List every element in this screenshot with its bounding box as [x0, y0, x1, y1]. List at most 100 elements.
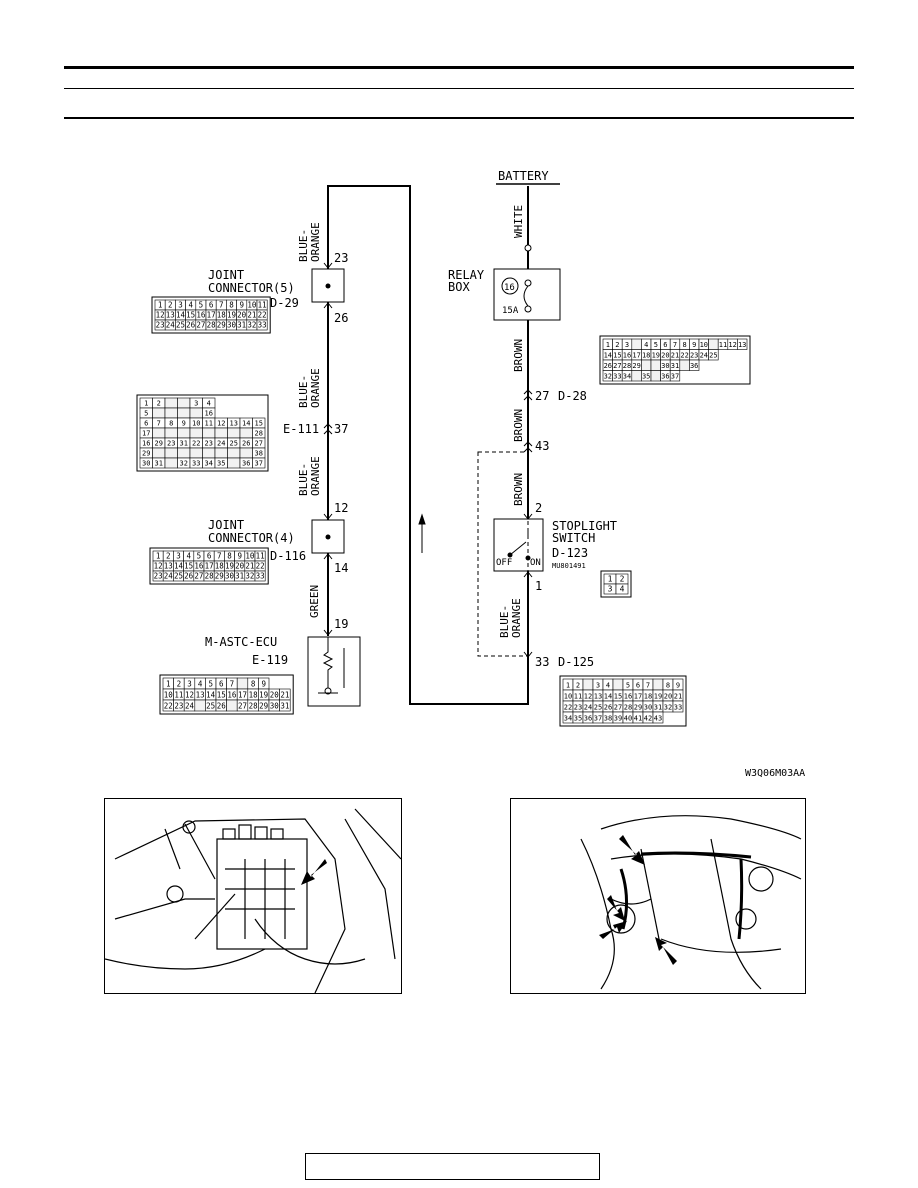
pointer-arrow — [301, 859, 327, 885]
connector-pin-label: 37 — [671, 373, 679, 381]
connector-pin-label: 33 — [258, 321, 267, 330]
connector-pin-label: 17 — [207, 311, 216, 320]
connector-cell — [214, 447, 228, 459]
connector-cell — [612, 678, 624, 691]
connector-cell — [177, 407, 191, 419]
connector-pin-label: 2 — [576, 682, 580, 690]
connector-cell — [189, 427, 203, 439]
connector-pin-label: 11 — [256, 552, 265, 561]
connector-pin-label: 31 — [180, 440, 188, 448]
e111-id: E-111 — [283, 422, 319, 436]
connector-pin-label: 23 — [156, 321, 165, 330]
connector-pin-label: 14 — [604, 693, 612, 701]
connector-pin-label: 26 — [184, 572, 194, 581]
connector-pin-label: 40 — [624, 715, 632, 723]
connector-cell — [189, 407, 203, 419]
relay-box-illustration — [105, 808, 401, 993]
d125-id: D-125 — [558, 655, 594, 669]
connector-pin-label: 33 — [256, 572, 265, 581]
connector-pin-label: 11 — [574, 693, 582, 701]
connector-pin-label: 30 — [227, 321, 237, 330]
connector-pin-label: 16 — [624, 693, 632, 701]
connector-pin-label: 12 — [185, 691, 194, 700]
connector-pin-label: 39 — [614, 715, 622, 723]
connector-pin-label: 4 — [207, 400, 211, 408]
connector-pin-label: 16 — [227, 691, 237, 700]
connector-pin-label: 38 — [604, 715, 612, 723]
wire-top-label-1: BLUE- — [297, 229, 310, 262]
connector-cell — [164, 407, 178, 419]
connector-pin-label: 13 — [594, 693, 602, 701]
connector-cell — [152, 427, 166, 439]
connector-pin-label: 19 — [259, 691, 268, 700]
connector-pin-label: 28 — [249, 702, 259, 711]
e111-pin: 37 — [334, 422, 348, 436]
connector-pin-label: 26 — [217, 702, 227, 711]
connector-pin-label: 19 — [654, 693, 662, 701]
connector-pin-label: 9 — [692, 341, 696, 349]
stoplight-id: D-123 — [552, 546, 588, 560]
connector-pin-label: 11 — [719, 341, 727, 349]
connector-pin-label: 22 — [164, 702, 173, 711]
connector-pin-label: 2 — [177, 680, 182, 689]
connector-cell — [239, 427, 253, 439]
connector-pin-label: 34 — [623, 373, 631, 381]
connector-pin-label: 20 — [661, 352, 669, 360]
pin-43: 43 — [535, 439, 549, 453]
connector-pin-label: 17 — [238, 691, 247, 700]
connector-pin-label: 2 — [166, 552, 171, 561]
connector-pin-label: 3 — [608, 585, 613, 594]
connector-pin-label: 6 — [207, 552, 212, 561]
connector-pin-label: 16 — [142, 440, 150, 448]
joint4-box — [311, 519, 345, 554]
connector-pin-label: 32 — [664, 704, 672, 712]
connector-pin-label: 4 — [198, 680, 203, 689]
connector-pin-label: 22 — [680, 352, 688, 360]
connector-pin-label: 15 — [184, 562, 193, 571]
connector-pin-label: 5 — [144, 410, 148, 418]
connector-cell — [177, 397, 191, 409]
connector-pin-label: 2 — [620, 575, 625, 584]
connector-pin-label: 23 — [167, 440, 175, 448]
connector-pin-label: 21 — [245, 562, 254, 571]
connector-pin-label: 6 — [219, 680, 224, 689]
connector-pin-label: 32 — [604, 373, 612, 381]
connector-pin-label: 16 — [194, 562, 204, 571]
connector-pin-label: 43 — [654, 715, 662, 723]
connector-pin-label: 35 — [574, 715, 582, 723]
battery-label: BATTERY — [498, 169, 549, 183]
pointer-arrows — [599, 835, 677, 965]
connector-pin-label: 15 — [255, 420, 263, 428]
ecu-pin: 19 — [334, 617, 348, 631]
connector-pin-label: 12 — [217, 420, 225, 428]
connector-pin-label: 16 — [196, 311, 206, 320]
connector-pin-label: 19 — [652, 352, 660, 360]
connector-pin-label: 8 — [227, 552, 232, 561]
joint5-pin-bottom: 26 — [334, 311, 348, 325]
connector-pin-label: 9 — [239, 301, 244, 310]
connector-pin-label: 28 — [205, 572, 215, 581]
connector-pin-label: 23 — [574, 704, 582, 712]
connector-pin-label: 26 — [604, 362, 612, 370]
connector-pin-label: 22 — [192, 440, 200, 448]
connector-pin-label: 24 — [185, 702, 195, 711]
connector-cell — [679, 359, 690, 371]
wiring-diagram: BLUE- ORANGE 23 JOINT CONNECTOR(5) D-29 … — [136, 169, 805, 779]
connector-pin-label: 27 — [196, 321, 205, 330]
connector-pin-label: 31 — [235, 572, 244, 581]
d28-pin: 27 — [535, 389, 549, 403]
connector-pin-label: 27 — [194, 572, 203, 581]
stoplight-pin-bottom: 1 — [535, 579, 542, 593]
connector-pin-label: 7 — [157, 420, 161, 428]
connector-pin-label: 20 — [235, 562, 245, 571]
connector-pin-label: 13 — [230, 420, 238, 428]
connector-pin-label: 32 — [180, 460, 188, 468]
wire-top-label-2: ORANGE — [309, 222, 322, 262]
connector-pin-label: 25 — [230, 440, 238, 448]
wire-mid-label-2: ORANGE — [309, 368, 322, 408]
connector-pin-label: 1 — [156, 552, 161, 561]
connector-pin-label: 31 — [280, 702, 289, 711]
